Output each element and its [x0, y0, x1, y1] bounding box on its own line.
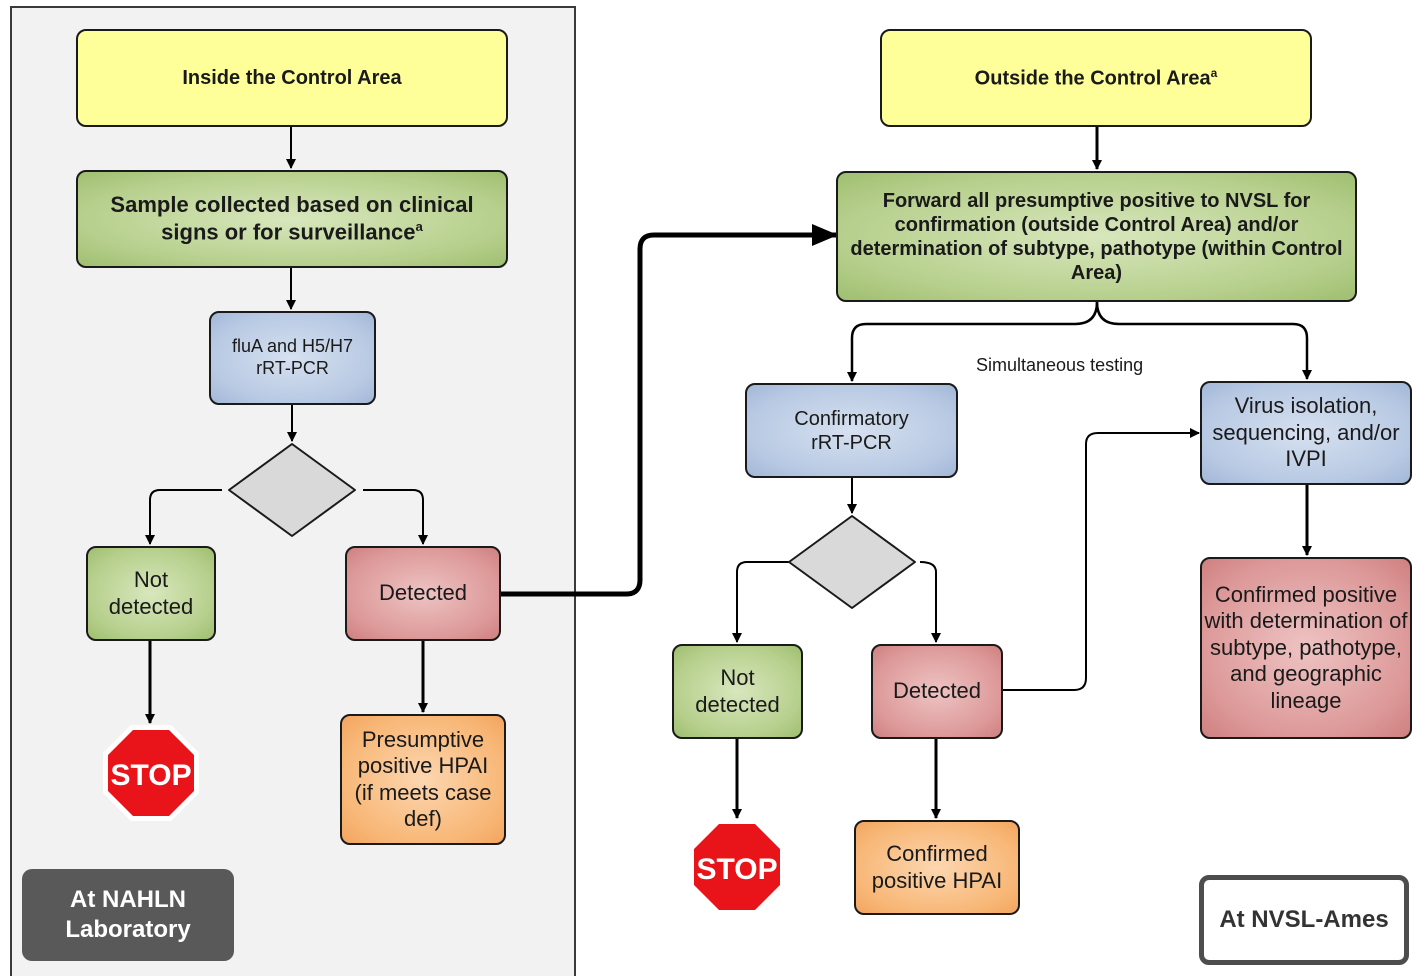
node-detected-left: Detected [345, 546, 501, 641]
outside-control-area-label: Outside the Control Area [974, 67, 1211, 90]
node-not-detected-right-text: Not detected [695, 665, 780, 717]
arrow-decision-to-not-detected [145, 489, 222, 545]
arrow-forward-to-confirmatory [847, 301, 1099, 382]
node-outside-control-area-text: Outside the Control Areaa [975, 66, 1218, 91]
node-virus-isolation-text: Virus isolation, sequencing, and/or IVPI [1212, 393, 1400, 472]
arrow-decision2-to-not-detected [732, 561, 790, 643]
node-not-detected-left: Not detected [86, 546, 216, 641]
arrow-decision-to-detected [363, 489, 428, 545]
node-sample-collected-text: Sample collected based on clinical signs… [88, 192, 496, 245]
node-flua-pcr-text: fluA and H5/H7 rRT-PCR [231, 336, 354, 378]
arrow-detected-to-nvsl [501, 224, 838, 597]
node-flua-pcr: fluA and H5/H7 rRT-PCR [209, 311, 376, 405]
node-not-detected-left-text: Not detected [108, 567, 194, 619]
label-nvsl-ames: At NVSL-Ames [1199, 875, 1409, 965]
node-confirmatory-pcr-text: Confirmatory rRT-PCR [794, 407, 909, 454]
label-nahln-laboratory-text: At NAHLN Laboratory [65, 886, 191, 943]
node-confirmatory-pcr: Confirmatory rRT-PCR [745, 383, 958, 478]
arrow-forward-to-virus-isolation [1095, 301, 1312, 380]
node-sample-collected: Sample collected based on clinical signs… [76, 170, 508, 268]
node-detected-right-text: Detected [892, 678, 982, 704]
node-forward-to-nvsl-text: Forward all presumptive positive to NVSL… [850, 189, 1343, 284]
sample-collected-footnote: a [415, 218, 423, 234]
label-simultaneous-testing: Simultaneous testing [976, 355, 1144, 375]
node-virus-isolation: Virus isolation, sequencing, and/or IVPI [1200, 381, 1412, 485]
node-inside-control-area-text: Inside the Control Area [182, 67, 402, 89]
node-outside-control-area: Outside the Control Areaa [880, 29, 1312, 127]
node-inside-control-area: Inside the Control Area [76, 29, 508, 127]
node-not-detected-right: Not detected [672, 644, 803, 739]
outside-control-area-footnote: a [1210, 65, 1218, 80]
node-detected-right: Detected [871, 644, 1003, 739]
stop-sign-left-icon: STOP [103, 725, 199, 821]
stop-sign-right-text: STOP [696, 853, 777, 886]
node-confirmed-lineage: Confirmed positive with determination of… [1200, 557, 1412, 739]
decision-diamond-left [228, 443, 356, 537]
label-nahln-laboratory: At NAHLN Laboratory [22, 869, 234, 961]
arrow-detected2-to-virus-isolation [1003, 428, 1200, 691]
node-forward-to-nvsl: Forward all presumptive positive to NVSL… [836, 171, 1357, 302]
stop-sign-left-text: STOP [110, 759, 191, 792]
node-presumptive-positive: Presumptive positive HPAI (if meets case… [340, 714, 506, 845]
sample-collected-label: Sample collected based on clinical signs… [110, 192, 474, 245]
label-nvsl-ames-text: At NVSL-Ames [1219, 906, 1389, 933]
node-confirmed-positive-hpai: Confirmed positive HPAI [854, 820, 1020, 915]
node-confirmed-lineage-text: Confirmed positive with determination of… [1204, 582, 1408, 713]
node-confirmed-positive-hpai-text: Confirmed positive HPAI [871, 841, 1003, 893]
decision-diamond-right [788, 515, 916, 609]
arrow-decision2-to-detected [919, 561, 941, 643]
node-detected-left-text: Detected [378, 580, 468, 606]
stop-sign-right-icon: STOP [689, 819, 785, 915]
node-presumptive-positive-text: Presumptive positive HPAI (if meets case… [354, 726, 492, 831]
